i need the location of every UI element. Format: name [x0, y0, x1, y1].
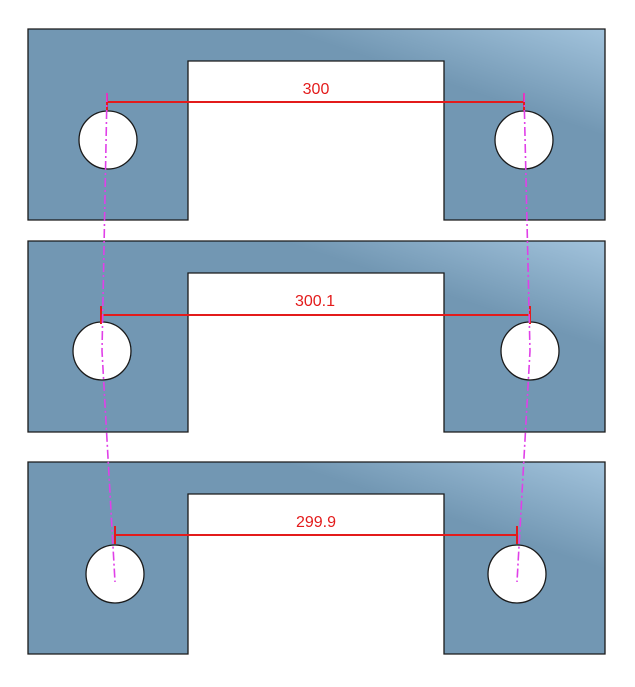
- plate-3-dimension: [114, 526, 518, 544]
- plate-2: 300.1: [27, 240, 606, 433]
- plate-1-dimension-label: 300: [303, 81, 330, 98]
- left-centerline: [101, 92, 116, 583]
- plate-3-body: [27, 461, 606, 655]
- plate-1-body: [27, 28, 606, 221]
- plate-1: 300: [27, 28, 606, 221]
- plate-2-dimension-label: 300.1: [295, 293, 335, 310]
- plate-3-dimension-label: 299.9: [296, 514, 336, 531]
- plate-3: 299.9: [27, 461, 606, 655]
- right-centerline: [516, 92, 531, 583]
- plate-1-right-hole: [494, 110, 554, 170]
- centerlines: [101, 92, 531, 583]
- plate-2-body: [27, 240, 606, 433]
- plate-1-left-hole: [78, 110, 138, 170]
